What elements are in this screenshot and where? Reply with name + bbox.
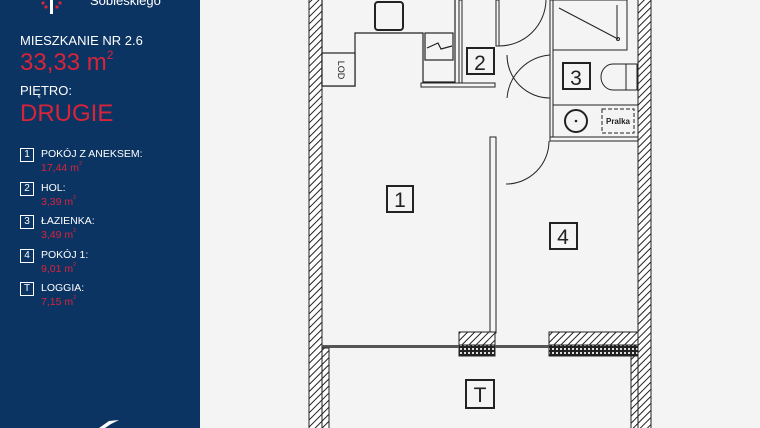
- shower-icon: [552, 0, 628, 51]
- sink-icon: [374, 1, 404, 31]
- wall-hall: [420, 82, 496, 88]
- washbasin-icon: [564, 109, 588, 133]
- room-number-badge: 4: [20, 248, 34, 263]
- fridge-label: LOD: [336, 61, 346, 80]
- footer-logo-icon: [99, 420, 119, 428]
- room-area: 7,15 m2: [41, 295, 77, 308]
- washer-icon: [601, 108, 635, 134]
- kitchen-counter: [321, 0, 456, 87]
- bathroom-door-arc: [506, 54, 551, 99]
- room4-door-arc: [505, 140, 550, 185]
- floor-value: DRUGIE: [20, 100, 114, 127]
- balcony-window: [495, 345, 549, 348]
- developer-logo-icon: [41, 0, 62, 14]
- room-label-1: 1: [394, 189, 406, 212]
- brand-name: Sobieskiego: [90, 0, 161, 8]
- room-number-badge: 1: [20, 148, 34, 162]
- floor-label: PIĘTRO:: [20, 83, 73, 98]
- room-area: 17,44 m2: [41, 161, 82, 174]
- door-arc: [498, 0, 547, 47]
- apartment-label: MIESZKANIE NR 2.6: [20, 33, 143, 48]
- room-name: LOGGIA:: [41, 282, 85, 294]
- room-number-badge: T: [20, 282, 34, 296]
- room-name: POKÓJ Z ANEKSEM:: [41, 148, 143, 160]
- room-area: 3,39 m2: [41, 194, 77, 208]
- room-number-badge: 3: [20, 215, 34, 229]
- room-label-3: 3: [570, 67, 582, 90]
- wall-left: [308, 0, 323, 428]
- room-name: HOL:: [41, 181, 66, 194]
- room-name: POKÓJ 1:: [41, 248, 89, 261]
- toilet-icon: [600, 63, 638, 91]
- room-area: 9,01 m2: [41, 261, 77, 275]
- balcony-door: [322, 345, 459, 348]
- room-area: 3,49 m2: [41, 228, 77, 241]
- room-label-4: 4: [557, 226, 569, 249]
- washer-label: Pralka: [606, 117, 631, 126]
- wall-partition: [489, 136, 497, 334]
- room-label-t: T: [474, 384, 487, 407]
- room-name: ŁAZIENKA:: [41, 215, 95, 227]
- info-panel: Sobieskiego MIESZKANIE NR 2.6 33,33 m2 P…: [0, 0, 200, 428]
- wall-right: [637, 0, 652, 428]
- apartment-area: 33,33 m2: [20, 47, 114, 76]
- room-number-badge: 2: [20, 181, 34, 196]
- room-label-2: 2: [474, 52, 486, 75]
